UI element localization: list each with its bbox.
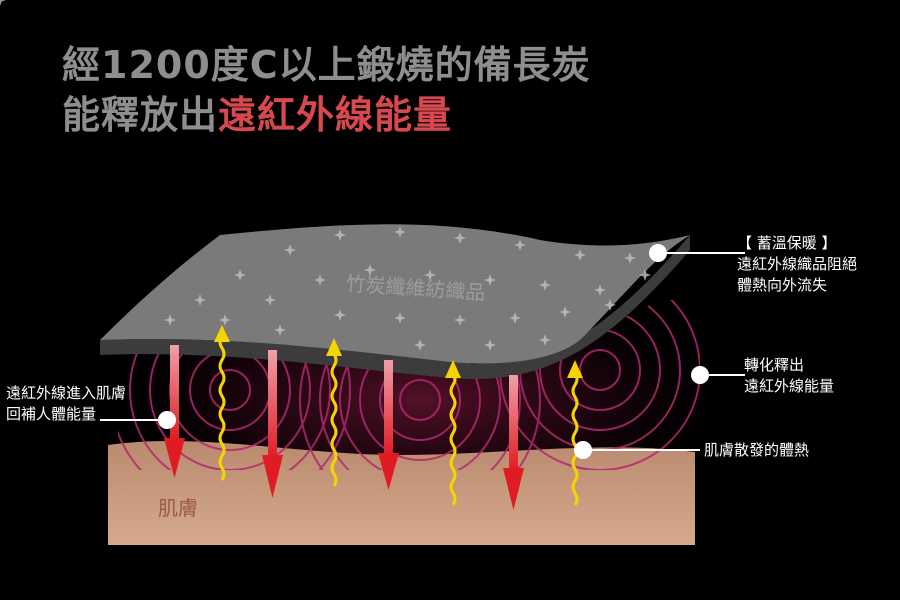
red-arrow <box>262 350 283 498</box>
headline-highlight: 遠紅外線能量 <box>218 93 453 137</box>
yellow-arrow <box>567 360 583 506</box>
yellow-arrows <box>214 325 583 506</box>
callout-enter-skin-line2: 回補人體能量 <box>6 405 97 423</box>
callout-insulation: 【 蓄溫保暖 】 遠紅外線織品阻絕 體熱向外流失 <box>737 233 857 296</box>
fabric-sheet <box>100 224 690 364</box>
callout-convert-line1: 轉化釋出 <box>744 356 805 374</box>
callout-insulation-line2: 體熱向外流失 <box>737 276 828 294</box>
yellow-arrow <box>214 325 230 481</box>
callout-dot-convert <box>691 366 709 384</box>
fabric-edge <box>100 235 690 379</box>
callout-dot-enter-skin <box>158 411 176 429</box>
callout-insulation-line1: 遠紅外線織品阻絕 <box>737 255 858 273</box>
callout-enter-skin: 遠紅外線進入肌膚 回補人體能量 <box>6 383 126 425</box>
headline: 經1200度C以上鍛燒的備長炭 能釋放出遠紅外線能量 <box>62 40 591 140</box>
callout-skin-heat: 肌膚散發的體熱 <box>704 440 809 461</box>
red-arrows <box>164 345 524 510</box>
yellow-arrow <box>445 360 461 506</box>
callout-dot-skin-heat <box>574 441 592 459</box>
fabric-star-pattern <box>0 0 651 351</box>
headline-line2-prefix: 能釋放出 <box>62 93 219 137</box>
callout-insulation-title: 【 蓄溫保暖 】 <box>737 234 837 252</box>
callout-dot-insulation <box>649 244 667 262</box>
skin-label: 肌膚 <box>158 496 198 520</box>
red-arrow <box>164 345 185 478</box>
callout-convert: 轉化釋出 遠紅外線能量 <box>744 355 834 397</box>
headline-line1: 經1200度C以上鍛燒的備長炭 <box>62 43 591 87</box>
red-arrow <box>503 375 524 510</box>
callout-connectors <box>100 244 745 459</box>
callout-convert-line2: 遠紅外線能量 <box>744 377 835 395</box>
callout-enter-skin-line1: 遠紅外線進入肌膚 <box>6 384 127 402</box>
red-arrow <box>378 360 399 490</box>
callout-skin-heat-line1: 肌膚散發的體熱 <box>704 441 810 459</box>
yellow-arrow <box>326 338 342 487</box>
